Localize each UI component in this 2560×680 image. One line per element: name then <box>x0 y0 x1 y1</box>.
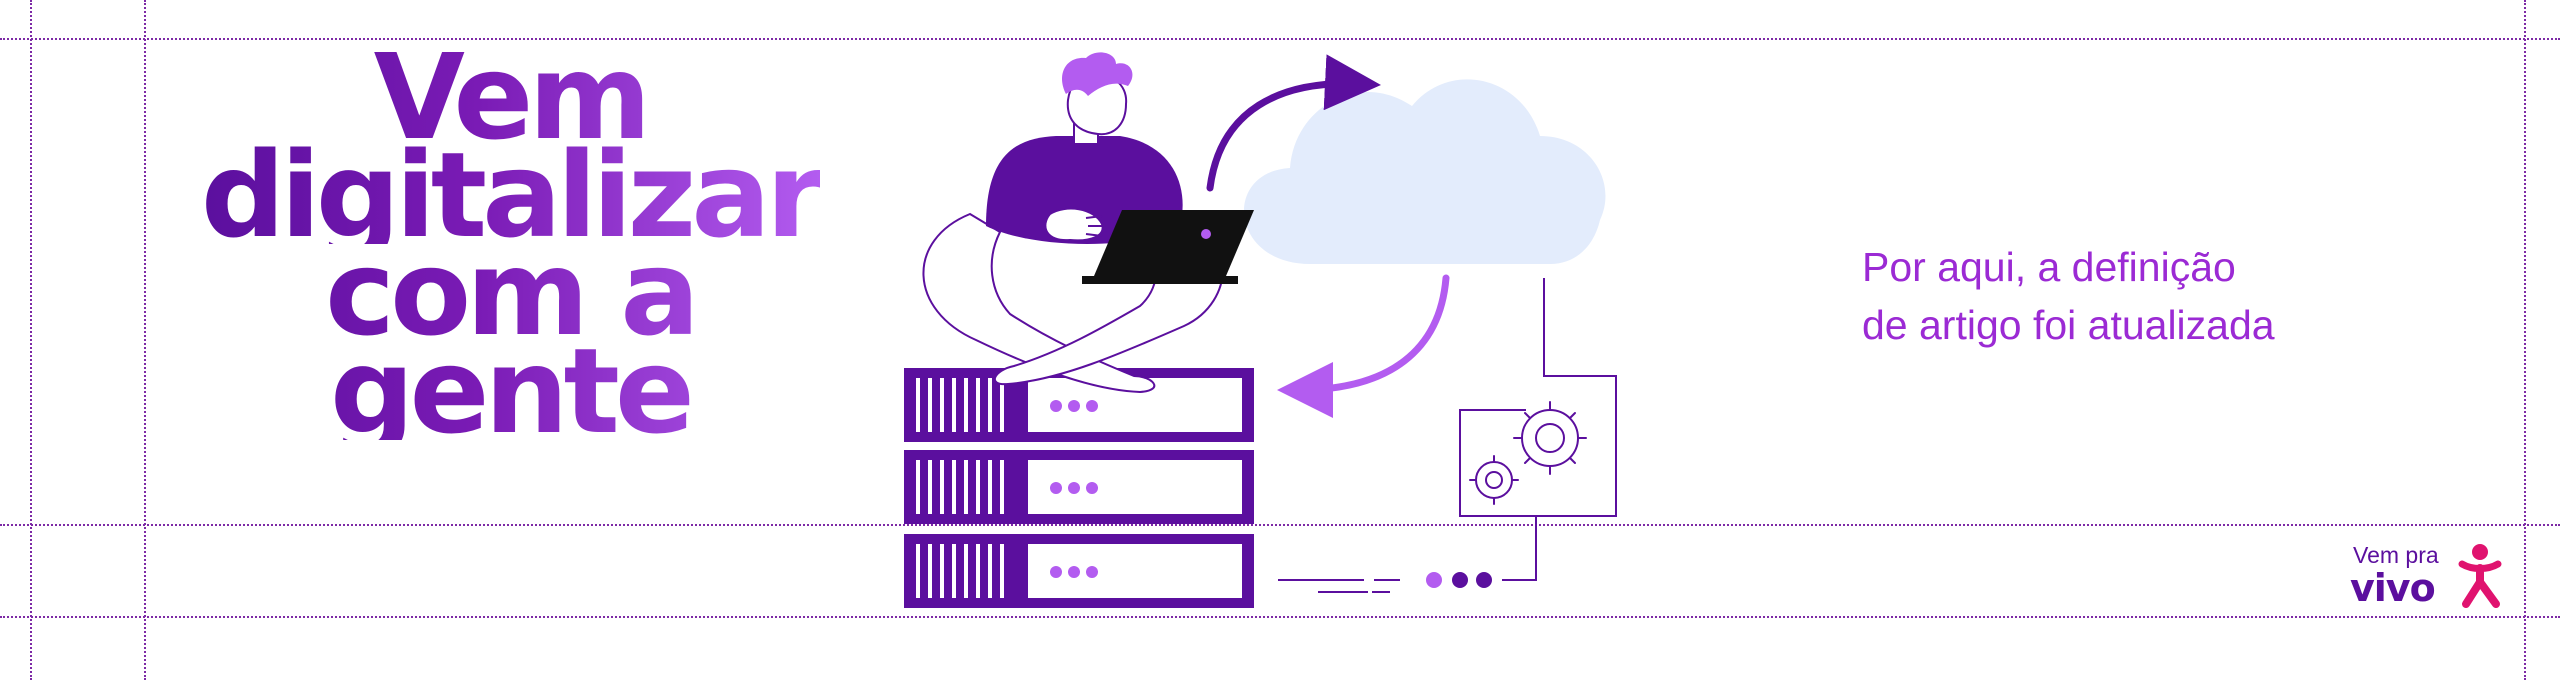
connector-lines <box>1278 278 1617 593</box>
connector-dots <box>1426 572 1492 588</box>
guide-line-right <box>2524 0 2526 680</box>
vivo-logo-icon <box>2458 544 2502 608</box>
headline-line-4: gente <box>200 332 820 450</box>
guide-line-left-outer <box>30 0 32 680</box>
gears-icon <box>1469 401 1587 505</box>
logo-small-text: Vem pra <box>2353 542 2439 568</box>
guide-line-left-inner <box>144 0 146 680</box>
cloud-icon <box>1244 79 1606 264</box>
vivo-logo: Vem pra vivo <box>2350 540 2510 620</box>
laptop-icon <box>1082 210 1254 284</box>
tagline-line-1: Por aqui, a definição <box>1862 244 2236 290</box>
tagline: Por aqui, a definição de artigo foi atua… <box>1862 238 2382 354</box>
sync-arrow-icon <box>1206 54 1450 418</box>
headline-line-3: com a <box>200 234 820 352</box>
headline-line-1: Vem <box>200 38 820 156</box>
server-stack-icon <box>904 368 1254 608</box>
cloud-sync-illustration <box>904 52 1617 608</box>
tagline-line-2: de artigo foi atualizada <box>1862 302 2275 348</box>
logo-brand-text: vivo <box>2350 566 2436 610</box>
headline-line-2: digitalizar <box>200 126 824 264</box>
headline: Vem digitalizar com a gente <box>200 38 824 450</box>
